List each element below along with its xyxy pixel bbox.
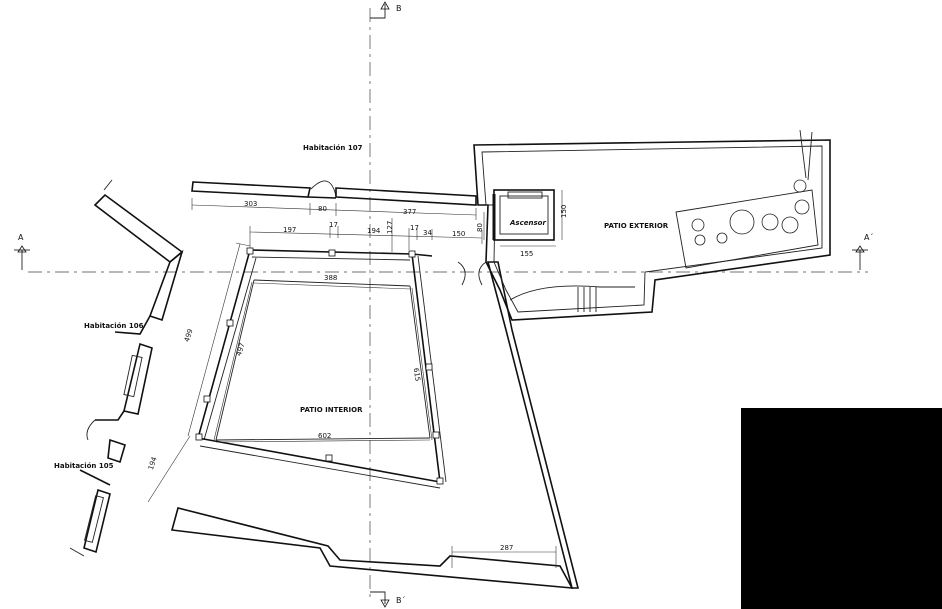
dim-377: 377 — [403, 208, 416, 216]
post — [408, 250, 416, 258]
dim-150: 150 — [560, 205, 568, 218]
room-label-105: Habitación 105 — [54, 462, 114, 470]
post — [328, 249, 336, 257]
dim-388: 388 — [324, 274, 337, 282]
post — [425, 363, 433, 371]
dim-155: 155 — [520, 250, 533, 258]
tree-icon — [761, 213, 779, 231]
elevator-label: Ascensor — [509, 219, 546, 227]
dim-303: 303 — [244, 200, 257, 208]
tree-icon — [694, 234, 706, 246]
wall-left-room106 — [114, 315, 151, 335]
door-entrance-swing — [457, 261, 466, 286]
tree-icon — [716, 232, 728, 244]
dim-194: 194 — [367, 227, 381, 235]
post — [325, 454, 333, 462]
room-labels: Habitación 107 Habitación 106 Habitación… — [54, 144, 669, 470]
section-label-a-prime: A´ — [864, 232, 873, 242]
wall-left-upper — [93, 193, 184, 264]
tree-icon — [793, 179, 807, 193]
tree-icon — [794, 199, 810, 215]
section-axes — [28, 8, 868, 600]
dim-194: 194 — [147, 455, 159, 471]
black-overlay — [741, 408, 942, 609]
room-label-patio-interior: PATIO INTERIOR — [300, 406, 363, 414]
section-label-b: B — [396, 4, 402, 13]
dim-499: 499 — [183, 328, 195, 343]
wall-right-interior — [486, 261, 580, 589]
dimension-labels: 303 80 377 197 17 194 127 17 34 150 80 1… — [147, 200, 568, 552]
wall-left-window-106 — [123, 342, 153, 415]
dim-602: 602 — [318, 432, 331, 440]
post — [246, 247, 254, 255]
dim-17: 17 — [410, 224, 419, 232]
dim-80: 80 — [318, 205, 327, 213]
walls — [69, 139, 831, 589]
room-label-106: Habitación 106 — [84, 322, 144, 330]
wall-left-mid — [148, 249, 184, 322]
wall-top-left — [191, 181, 311, 198]
wall-top-right — [335, 187, 477, 206]
tree-icon — [729, 209, 755, 235]
tree-icon — [691, 218, 705, 232]
post — [195, 433, 203, 441]
wall-left-lower — [107, 438, 126, 464]
patio-interior-frame — [195, 247, 447, 489]
elevator: Ascensor — [492, 189, 555, 241]
post — [226, 319, 234, 327]
dimension-lines — [147, 190, 563, 568]
room-label-patio-exterior: PATIO EXTERIOR — [604, 222, 669, 230]
section-marker-a-left: A — [14, 233, 30, 270]
wall-patio-exterior-inner — [481, 145, 823, 313]
section-label-b-prime: B´ — [396, 595, 406, 605]
dim-287: 287 — [500, 544, 513, 552]
wall-left-bottom — [83, 488, 111, 554]
dim-127: 127 — [386, 221, 394, 234]
dim-197: 197 — [283, 226, 296, 234]
wall-patio-exterior — [473, 139, 831, 321]
section-label-a: A — [18, 233, 24, 242]
dim-34: 34 — [423, 229, 432, 237]
dim-615: 615 — [412, 367, 422, 381]
section-marker-b-top: B — [370, 1, 402, 19]
section-marker-a-right: A´ — [852, 232, 873, 270]
tree-icon — [781, 216, 799, 234]
room-label-107: Habitación 107 — [303, 144, 363, 152]
stairs — [509, 285, 635, 312]
post — [436, 477, 444, 485]
dim-17: 17 — [329, 221, 338, 229]
post — [432, 431, 440, 439]
dim-497: 497 — [235, 342, 247, 357]
dim-150: 150 — [452, 230, 465, 238]
wall-bottom — [170, 507, 574, 589]
planter — [675, 129, 819, 269]
post — [203, 395, 211, 403]
section-marker-b-bottom: B´ — [370, 591, 406, 608]
door-107-swing — [307, 196, 337, 199]
dim-80: 80 — [476, 223, 484, 232]
